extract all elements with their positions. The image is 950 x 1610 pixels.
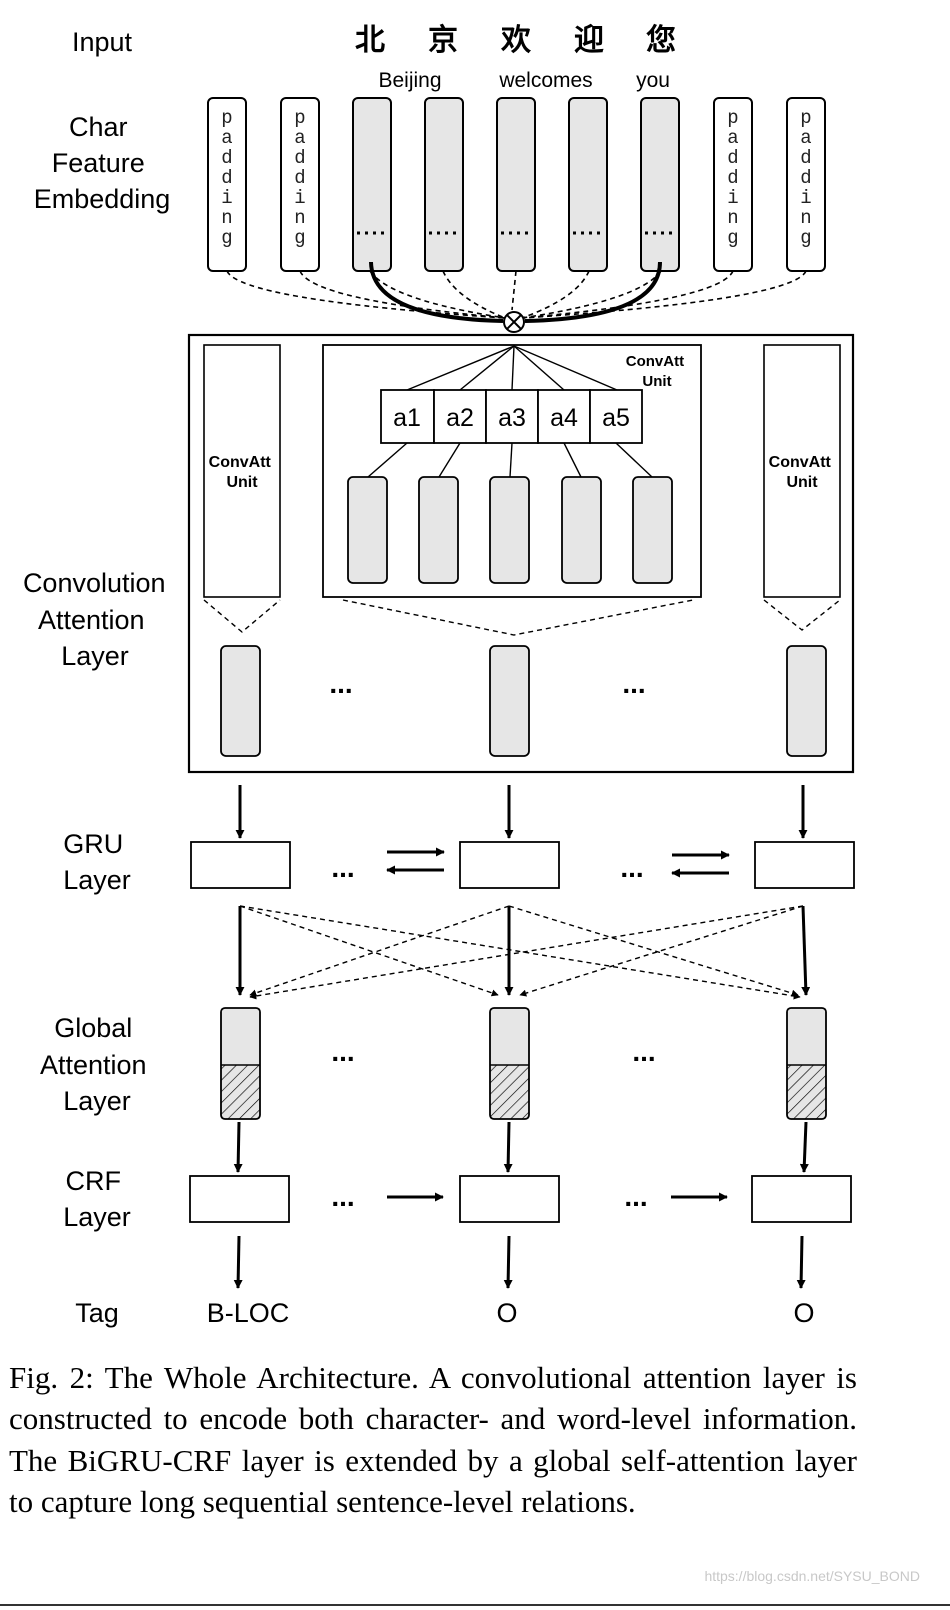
global-attention-vector xyxy=(220,1007,261,1120)
char-embedding-vector xyxy=(496,97,536,272)
attention-cell-a3: a3 xyxy=(498,404,526,432)
convatt-unit-label: ConvAtt Unit xyxy=(626,353,689,390)
architecture-diagram: Input Char Feature Embedding Convolution… xyxy=(23,23,855,1328)
gru-ellipsis: ... xyxy=(331,852,354,883)
conv-ellipsis: ... xyxy=(329,668,352,699)
char-embedding-vector xyxy=(640,97,680,272)
input-char: 欢 xyxy=(500,23,532,58)
conv-attention-layer-frame xyxy=(187,333,855,774)
tag-label: O xyxy=(793,1298,814,1328)
convatt-unit-left: ConvAtt Unit xyxy=(203,344,281,598)
crf-row-label: CRF Layer xyxy=(63,1166,131,1232)
convatt-unit-right: ConvAtt Unit xyxy=(763,344,841,598)
char-embedding-vector xyxy=(352,97,392,272)
multiply-operator xyxy=(503,311,525,333)
gru-to-attention-arrows xyxy=(235,905,811,996)
crf-cells xyxy=(189,1175,852,1223)
crf-ellipsis: ... xyxy=(331,1181,354,1212)
input-word: welcomes xyxy=(498,69,592,92)
conv-filter-links xyxy=(367,442,653,478)
input-char: 北 xyxy=(355,23,385,58)
crf-ellipsis: ... xyxy=(624,1181,647,1212)
figure-caption: Fig. 2: The Whole Architecture. A convol… xyxy=(9,1360,857,1519)
gru-row-label: GRU Layer xyxy=(63,829,131,895)
global-attention-vector xyxy=(786,1007,827,1120)
convatt-output-connectors xyxy=(203,599,841,636)
input-char: 京 xyxy=(428,23,458,58)
input-char: 迎 xyxy=(574,23,604,58)
convatt-unit-label: ConvAtt Unit xyxy=(769,454,836,491)
attention-cell-a5: a5 xyxy=(602,404,630,432)
convatt-output-vectors xyxy=(220,645,827,757)
convatt-unit-label: ConvAtt Unit xyxy=(209,454,276,491)
tag-label: O xyxy=(496,1298,517,1328)
char-embedding-vector xyxy=(568,97,608,272)
input-characters: 北 京 欢 迎 您 xyxy=(355,23,676,58)
convatt-unit-detail: ConvAtt Unit a1 a2 a3 a4 a5 xyxy=(322,344,702,598)
global-attention-vector xyxy=(489,1007,530,1120)
tag-row-label: Tag xyxy=(75,1298,119,1328)
gru-ellipsis: ... xyxy=(620,852,643,883)
bottom-rule xyxy=(0,1604,950,1606)
tag-label: B-LOC xyxy=(207,1298,290,1328)
window-connectors-solid xyxy=(369,261,662,323)
input-word: you xyxy=(636,69,670,92)
attention-ellipsis: ... xyxy=(632,1036,655,1067)
crf-to-tag-arrows xyxy=(233,1235,806,1289)
watermark: https://blog.csdn.net/SYSU_BOND xyxy=(704,1568,920,1584)
gru-cells xyxy=(190,841,855,889)
conv-ellipsis: ... xyxy=(622,668,645,699)
attention-to-crf-arrows xyxy=(233,1121,809,1173)
output-tags: B-LOC O O xyxy=(207,1298,815,1328)
conv-filter-vectors xyxy=(347,476,673,584)
attention-fanout-lines xyxy=(406,345,618,391)
conv-attention-row-label: Convolution Attention Layer xyxy=(23,568,173,671)
attention-cell-a4: a4 xyxy=(550,404,578,432)
window-connectors-dashed xyxy=(226,270,807,319)
bidirectional-arrows xyxy=(386,847,730,878)
input-row-label: Input xyxy=(72,27,133,57)
input-word: Beijing xyxy=(378,69,441,92)
attention-cell-a1: a1 xyxy=(393,404,421,432)
attention-ellipsis: ... xyxy=(331,1036,354,1067)
attention-cell-a2: a2 xyxy=(446,404,474,432)
global-attention-row-label: Global Attention Layer xyxy=(40,1013,154,1116)
char-embedding-row-label: Char Feature Embedding xyxy=(34,112,171,214)
attention-weights-row: a1 a2 a3 a4 a5 xyxy=(380,389,643,444)
input-char: 您 xyxy=(646,23,676,58)
conv-to-gru-arrows xyxy=(235,785,808,839)
input-words: Beijing welcomes you xyxy=(378,69,669,92)
self-attention-links xyxy=(239,905,804,1000)
char-embedding-vector xyxy=(424,97,464,272)
